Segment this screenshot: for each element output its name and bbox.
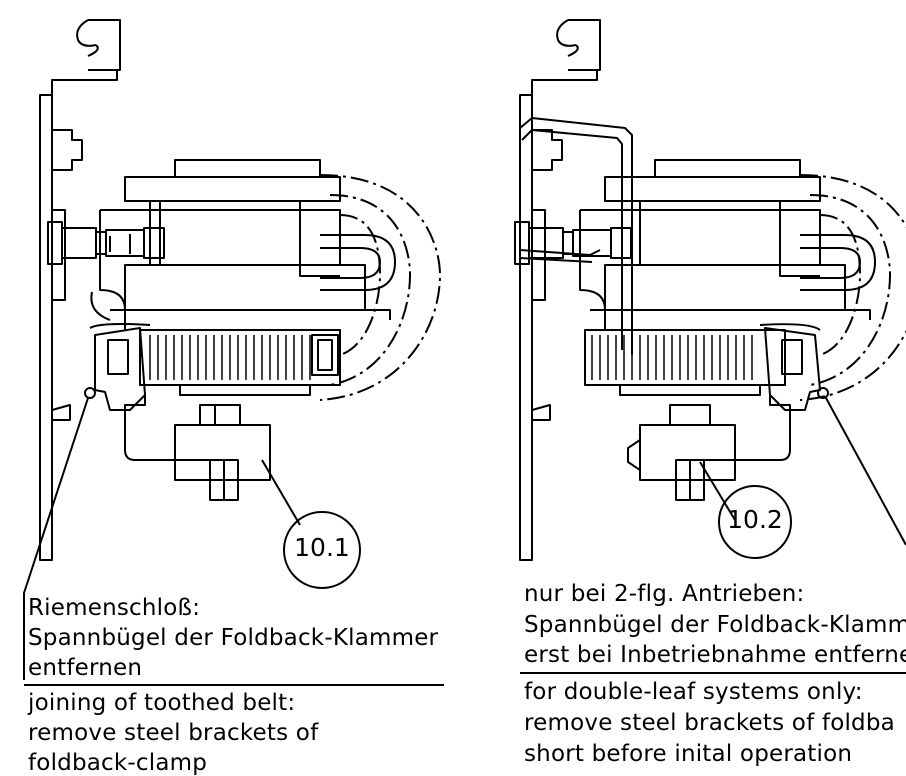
left-note-en-line1: joining of toothed belt:: [28, 690, 296, 716]
callout-label-right: 10.2: [727, 505, 783, 534]
callout-circle-right: [718, 485, 792, 559]
right-note-de-line3: erst bei Inbetriebnahme entfernen: [524, 642, 906, 668]
left-assembly: [23, 19, 441, 680]
right-rail-hook: [556, 19, 601, 71]
left-note-en-line3: foldback-clamp: [28, 750, 208, 776]
left-profile-rail: [39, 70, 118, 561]
left-rail-hook: [76, 19, 121, 71]
right-profile-rail: [519, 70, 598, 561]
right-note-en-line3: short before inital operation: [524, 741, 853, 767]
right-note-en-line2: remove steel brackets of foldba: [524, 710, 895, 736]
right-foldback-clamp: [764, 327, 821, 411]
left-note-de-line1: Riemenschloß:: [28, 595, 201, 621]
left-note-de-line3: entfernen: [28, 655, 143, 681]
steel-bracket-wire: [519, 117, 633, 355]
right-note-en-line1: for double-leaf systems only:: [524, 679, 863, 705]
left-note-divider: [24, 684, 444, 686]
right-note-de-line2: Spannbügel der Foldback-Klamme: [524, 612, 906, 638]
callout-label-left: 10.1: [294, 533, 350, 562]
left-note-en-line2: remove steel brackets of: [28, 720, 319, 746]
callout-circle-left: [283, 511, 361, 589]
left-foldback-clamp: [94, 327, 146, 411]
right-assembly: [514, 19, 906, 561]
right-note-divider: [520, 672, 906, 674]
right-note-de-line1: nur bei 2-flg. Antrieben:: [524, 581, 805, 607]
left-note-de-line2: Spannbügel der Foldback-Klammer: [28, 625, 439, 651]
